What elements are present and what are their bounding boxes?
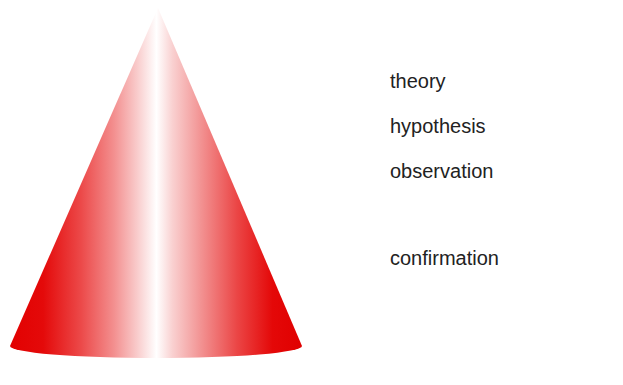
cone-body xyxy=(10,8,302,358)
label-text: confirmation xyxy=(390,246,499,270)
label-text: observation xyxy=(390,159,493,183)
label-text: hypothesis xyxy=(390,114,486,138)
label-text: theory xyxy=(390,69,446,93)
